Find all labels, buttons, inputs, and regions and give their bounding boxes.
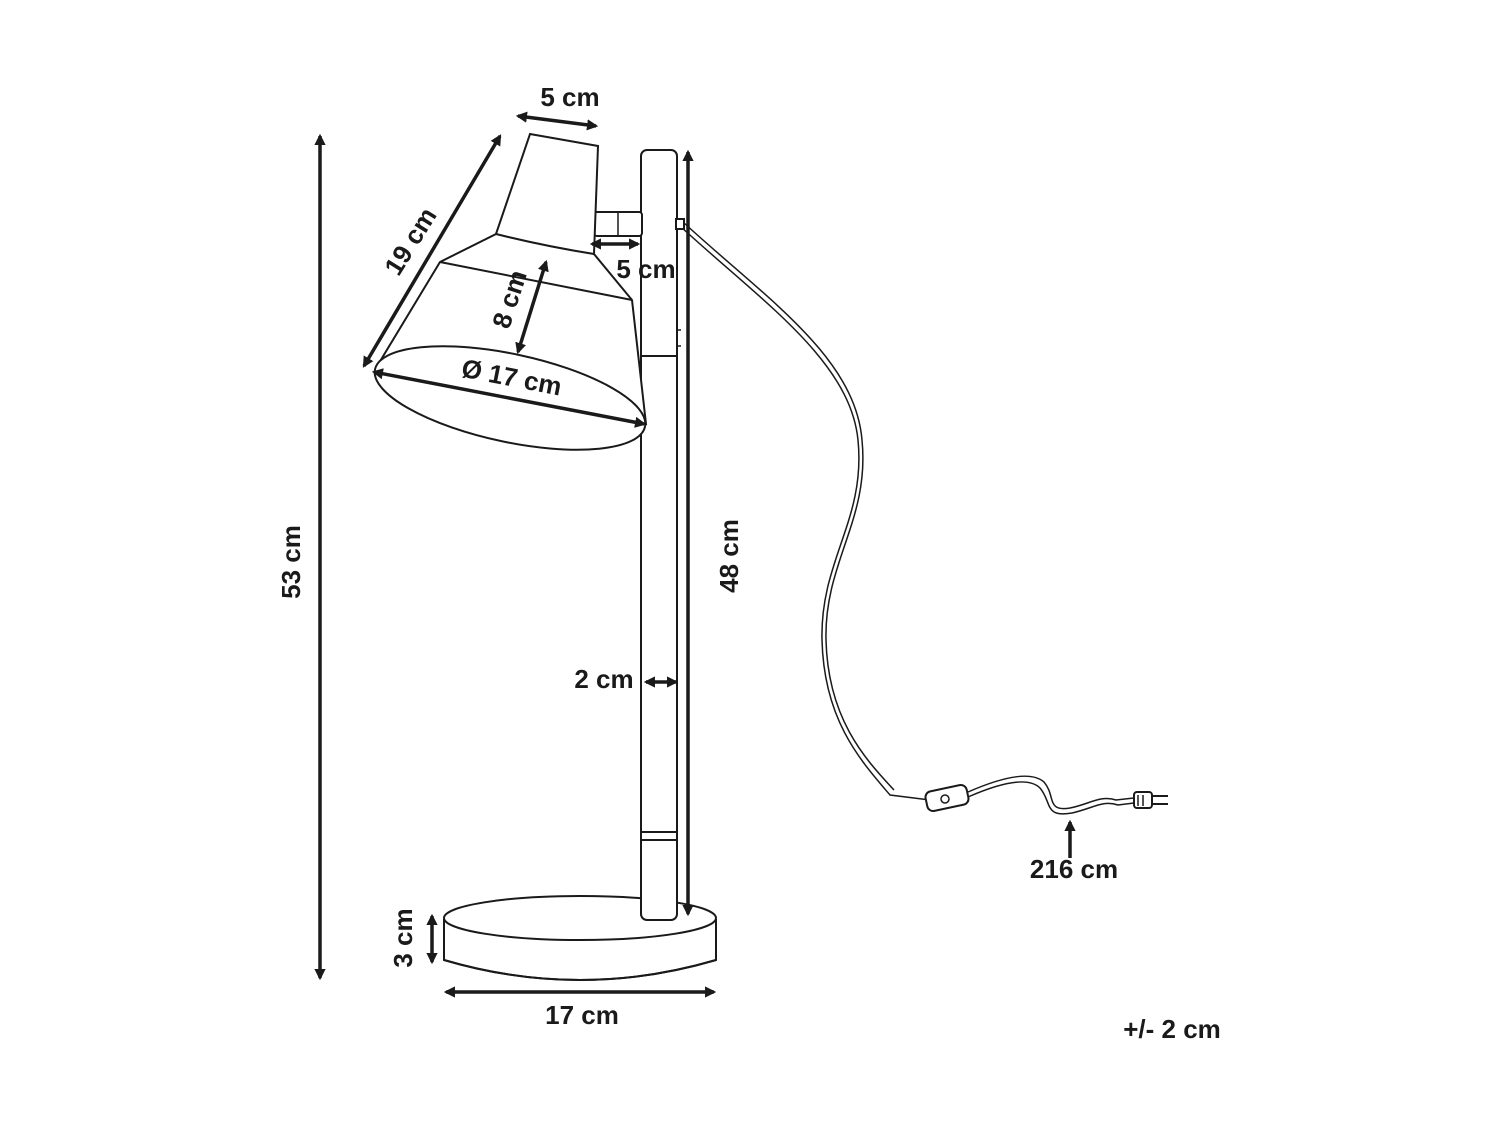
shade-diameter-arrow (371, 368, 647, 428)
base-height-label: 3 cm (388, 908, 418, 967)
shade-top-width-label: 5 cm (540, 82, 599, 112)
pole-height-label: 48 cm (714, 519, 744, 593)
shade-joint (593, 211, 685, 237)
power-cable (679, 225, 931, 801)
pole-width-label: 2 cm (574, 664, 633, 694)
dimension-lines (314, 111, 1076, 998)
cable-switch (924, 783, 970, 813)
cable-length-label: 216 cm (1030, 854, 1118, 884)
joint-length-label: 5 cm (616, 254, 675, 284)
shade-length-arrow (362, 134, 502, 368)
base-width-label: 17 cm (545, 1000, 619, 1030)
shade-length-label: 19 cm (378, 202, 443, 280)
tolerance-label: +/- 2 cm (1123, 1014, 1221, 1044)
total-height-label: 53 cm (276, 525, 306, 599)
dimension-labels: 53 cm 19 cm 5 cm 5 cm 8 cm Ø 17 cm 48 cm… (276, 82, 1221, 1044)
power-plug (1133, 791, 1168, 809)
shade-depth-arrow (515, 259, 549, 355)
shade-top-width-arrow (515, 111, 599, 131)
lamp-pole (640, 149, 681, 921)
